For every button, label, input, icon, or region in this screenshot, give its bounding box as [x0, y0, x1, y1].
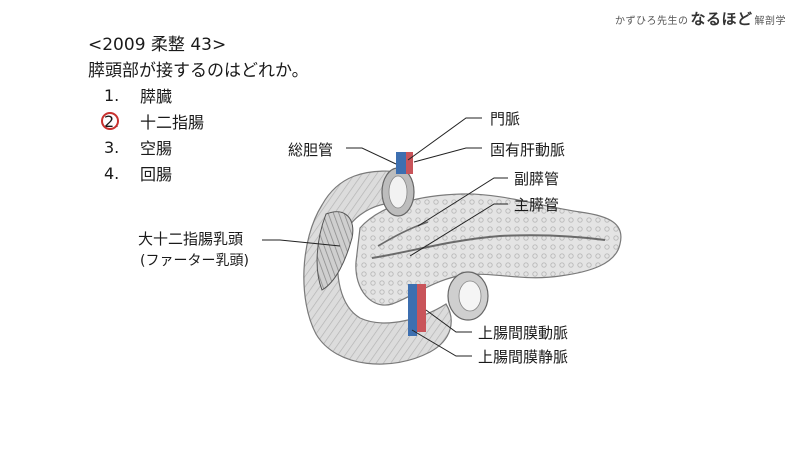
label-proper-hepatic-artery: 固有肝動脈: [490, 139, 565, 160]
leader-line-hepatic-artery: [414, 148, 482, 162]
duodenum-cut-lumen-shape: [389, 176, 407, 208]
label-superior-mesenteric-artery: 上腸間膜動脈: [478, 322, 568, 343]
duodenum-lumen-shape: [317, 212, 353, 290]
label-superior-mesenteric-vein: 上腸間膜静脈: [478, 346, 568, 367]
label-main-pancreatic-duct: 主膵管: [514, 194, 559, 215]
jejunum-cut-lumen-shape: [459, 281, 481, 311]
leader-line-common-bile-duct: [346, 148, 396, 164]
label-common-bile-duct: 総胆管: [288, 139, 333, 160]
superior-mesenteric-artery-shape: [417, 284, 426, 332]
label-major-papilla: 大十二指腸乳頭: [138, 228, 243, 249]
label-portal-vein: 門脈: [490, 108, 520, 129]
superior-mesenteric-vein-shape: [408, 284, 417, 336]
hepatic-artery-shape: [406, 152, 413, 174]
label-major-papilla-alt: (ファーター乳頭): [140, 250, 249, 270]
portal-vein-shape: [396, 152, 406, 174]
label-accessory-pancreatic-duct: 副膵管: [514, 168, 559, 189]
